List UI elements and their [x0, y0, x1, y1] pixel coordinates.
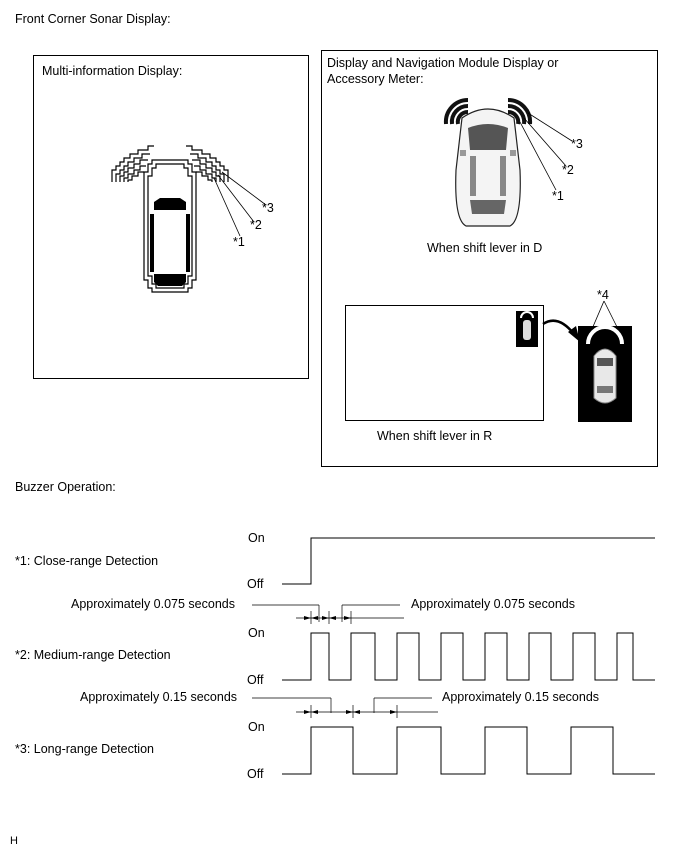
- timing-medium-right-label: Approximately 0.075 seconds: [411, 597, 575, 611]
- waveform-close-range: [282, 537, 655, 585]
- caption-shift-d: When shift lever in D: [427, 241, 543, 255]
- long-on-label: On: [248, 720, 265, 734]
- sonar-section-title: Front Corner Sonar Display:: [15, 12, 171, 26]
- navigation-title-line1: Display and Navigation Module Display or: [327, 56, 559, 70]
- nav-car-icon: [455, 108, 521, 227]
- timing-medium-dimension: [252, 604, 404, 624]
- mid-callout-1: *1: [233, 235, 245, 249]
- long-off-label: Off: [247, 767, 264, 781]
- mid-car-icon: [143, 159, 197, 293]
- nav-callout-2: *2: [562, 163, 574, 177]
- buzzer-section-title: Buzzer Operation:: [15, 480, 116, 494]
- navigation-title-line2: Accessory Meter:: [327, 72, 424, 86]
- mid-right-sensor-icon: [186, 145, 229, 182]
- row-label-medium: *2: Medium-range Detection: [15, 648, 171, 662]
- small-inset-icon: [516, 311, 538, 347]
- waveform-long-range: [282, 726, 655, 775]
- mid-callout-leaders: [213, 171, 267, 237]
- timing-medium-left-label: Approximately 0.075 seconds: [71, 597, 235, 611]
- mid-callout-3: *3: [262, 201, 274, 215]
- enlarged-inset-icon: [578, 325, 632, 422]
- nav-right-sensor-icon: [507, 97, 533, 125]
- mid-callout-2: *2: [250, 218, 262, 232]
- nav-left-sensor-icon: [443, 97, 469, 125]
- multi-information-title: Multi-information Display:: [42, 64, 183, 78]
- close-off-label: Off: [247, 577, 264, 591]
- row-label-long: *3: Long-range Detection: [15, 742, 154, 756]
- nav-callout-4: *4: [597, 288, 609, 302]
- caption-shift-r: When shift lever in R: [377, 429, 493, 443]
- timing-long-right-label: Approximately 0.15 seconds: [442, 690, 600, 704]
- multi-information-panel: [33, 55, 309, 379]
- nav-callout-1: *1: [552, 189, 564, 203]
- mid-left-sensor-icon: [111, 145, 154, 182]
- waveform-medium-range: [282, 632, 655, 681]
- medium-on-label: On: [248, 626, 265, 640]
- timing-long-dimension: [252, 697, 438, 718]
- timing-long-left-label: Approximately 0.15 seconds: [80, 690, 238, 704]
- nav-callout-leaders: [519, 112, 573, 191]
- rear-camera-screen: [345, 305, 544, 421]
- nav-callout-3: *3: [571, 137, 583, 151]
- footer-code: H: [10, 835, 18, 847]
- row-label-close: *1: Close-range Detection: [15, 554, 159, 568]
- timing-long-arrows: [304, 710, 397, 714]
- close-on-label: On: [248, 531, 265, 545]
- timing-medium-arrows: [304, 616, 351, 620]
- callout4-leaders: [591, 300, 619, 330]
- medium-off-label: Off: [247, 673, 264, 687]
- enlarge-arrow-icon: [542, 319, 580, 342]
- mid-car-windows: [150, 198, 190, 286]
